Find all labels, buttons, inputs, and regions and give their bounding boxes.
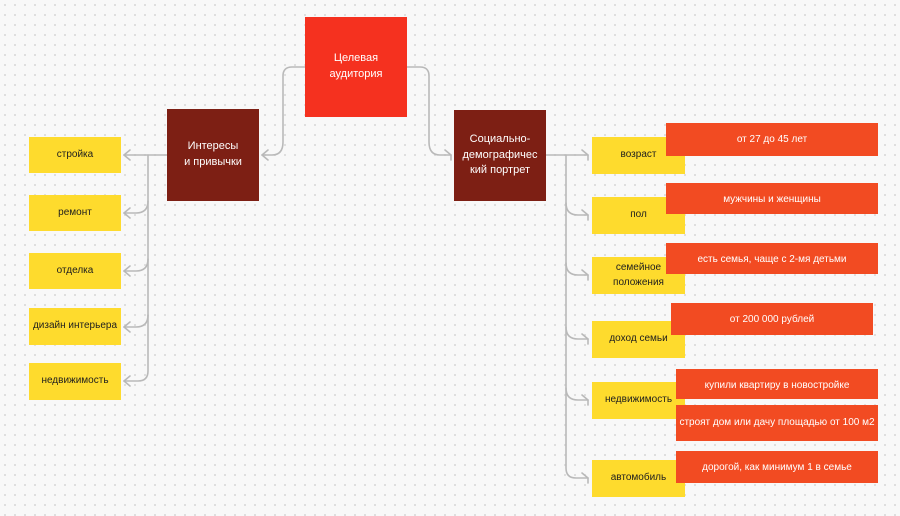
interest-item-construction: стройка bbox=[29, 137, 121, 173]
detail-real-estate-apartment: купили квартиру в новостройке bbox=[676, 369, 878, 399]
detail-gender: мужчины и женщины bbox=[666, 183, 878, 214]
arrowhead-age bbox=[581, 149, 589, 161]
interest-item-renovation: ремонт bbox=[29, 195, 121, 231]
arrowhead-portrait-hub bbox=[444, 149, 452, 161]
arrowhead-interest-2 bbox=[123, 265, 131, 277]
portrait-item-real-estate: недвижимость bbox=[592, 382, 685, 419]
arrowhead-portrait-5 bbox=[581, 472, 589, 484]
connector-interests-branch-2 bbox=[123, 258, 149, 272]
connector-portrait-branch-2 bbox=[565, 262, 589, 276]
detail-real-estate-house: строят дом или дачу площадью от 100 м2 bbox=[676, 405, 878, 441]
root-node-target-audience: Целевая аудитория bbox=[305, 17, 407, 117]
connector-interests-trunk bbox=[123, 154, 149, 382]
connector-portrait-branch-3 bbox=[565, 326, 589, 340]
connector-portrait-trunk bbox=[565, 154, 589, 479]
detail-car: дорогой, как минимум 1 в семье bbox=[676, 451, 878, 483]
hub-node-sociodemographic-portrait: Социально- демографичес кий портрет bbox=[454, 110, 546, 201]
connector-root-to-portrait bbox=[406, 66, 452, 156]
arrowhead-portrait-2 bbox=[581, 269, 589, 281]
connector-interests-branch-3 bbox=[123, 314, 149, 328]
arrowhead-interest-4 bbox=[123, 375, 131, 387]
connector-root-to-interests bbox=[261, 66, 306, 156]
arrowhead-construction bbox=[123, 149, 131, 161]
arrowhead-interests-hub bbox=[261, 149, 269, 161]
interest-item-real-estate: недвижимость bbox=[29, 363, 121, 400]
connector-portrait-branch-4 bbox=[565, 387, 589, 401]
arrowhead-interest-1 bbox=[123, 207, 131, 219]
arrowhead-portrait-3 bbox=[581, 333, 589, 345]
detail-family-income: от 200 000 рублей bbox=[671, 303, 873, 335]
connector-portrait-branch-1 bbox=[565, 202, 589, 216]
hub-node-interests: Интересы и привычки bbox=[167, 109, 259, 201]
portrait-item-car: автомобиль bbox=[592, 460, 685, 497]
detail-family-status: есть семья, чаще с 2-мя детьми bbox=[666, 243, 878, 274]
arrowhead-portrait-4 bbox=[581, 394, 589, 406]
detail-age: от 27 до 45 лет bbox=[666, 123, 878, 156]
interest-item-interior-design: дизайн интерьера bbox=[29, 308, 121, 345]
portrait-item-family-income: доход семьи bbox=[592, 321, 685, 358]
connector-interests-branch-1 bbox=[123, 200, 149, 214]
arrowhead-portrait-1 bbox=[581, 209, 589, 221]
arrowhead-interest-3 bbox=[123, 321, 131, 333]
interest-item-finishing: отделка bbox=[29, 253, 121, 289]
